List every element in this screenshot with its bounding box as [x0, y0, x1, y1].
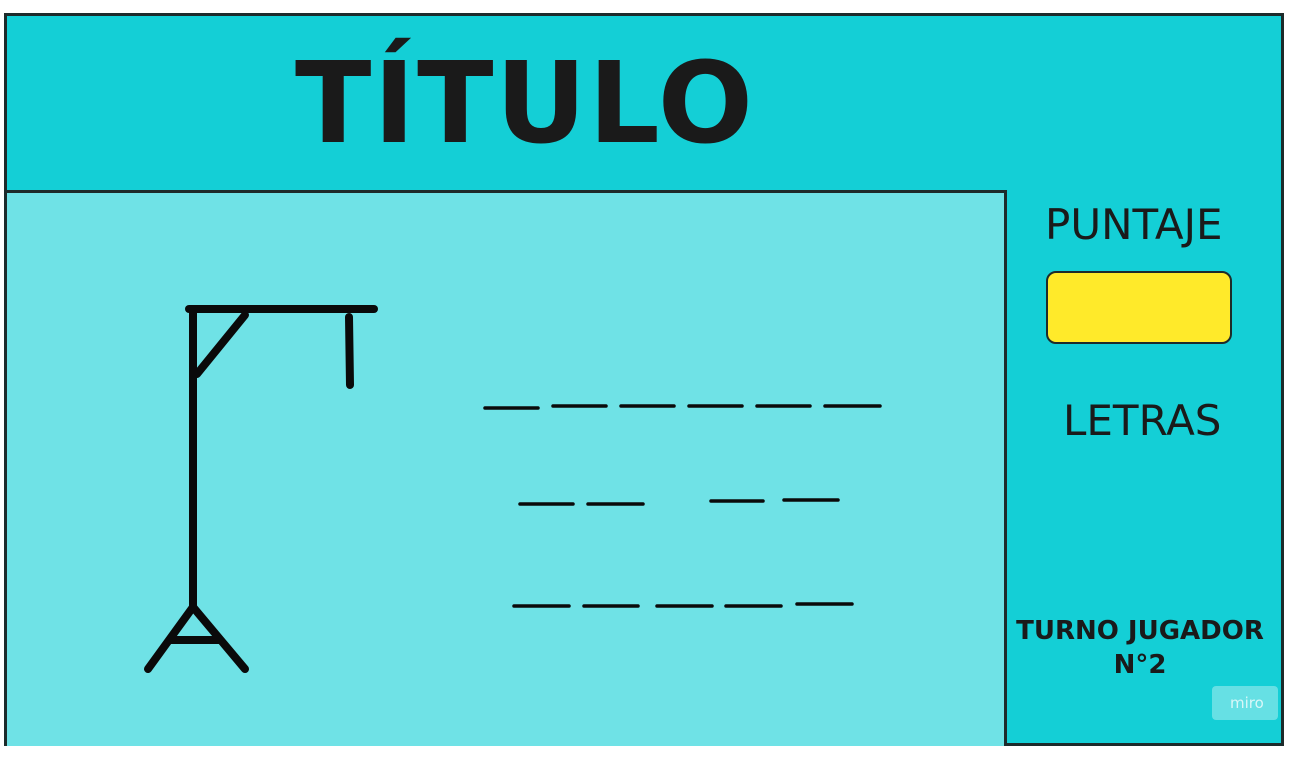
word-slots: [483, 404, 882, 608]
game-board: [7, 190, 1007, 746]
page-title: TÍTULO: [295, 39, 755, 169]
score-display: [1046, 271, 1232, 344]
letters-label: LETRAS: [1063, 396, 1222, 445]
turn-indicator: TURNO JUGADOR N°2: [1016, 616, 1264, 680]
gallows-icon: [144, 305, 378, 673]
score-label: PUNTAJE: [1045, 200, 1223, 249]
game-window: TÍTULO: [4, 13, 1284, 746]
watermark: miro: [1212, 686, 1278, 720]
